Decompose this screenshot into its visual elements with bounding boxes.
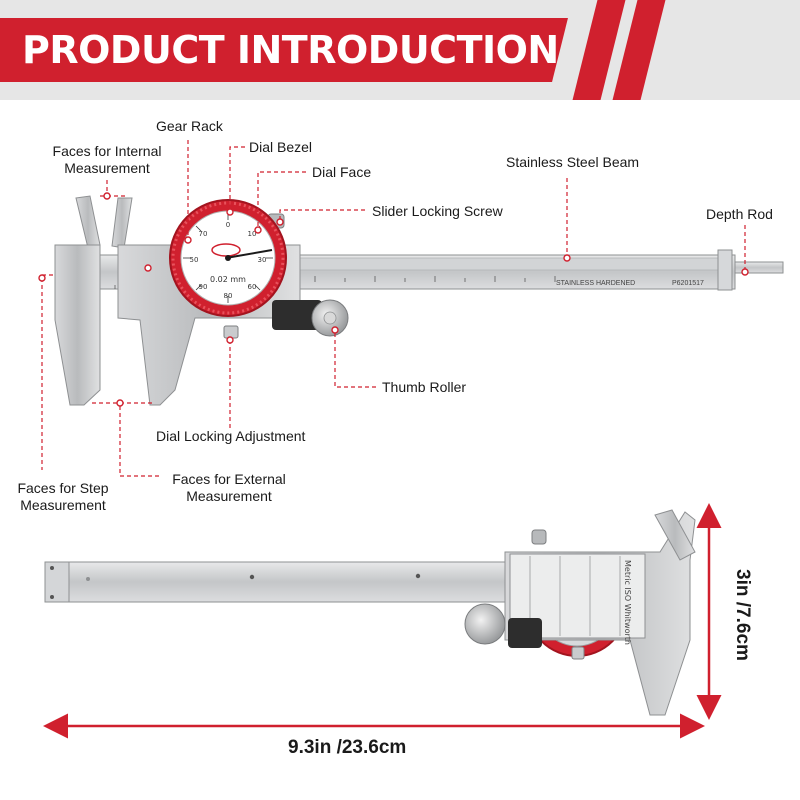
label-faces-external-line1: Faces for External — [172, 471, 286, 487]
leader-lines — [41, 140, 746, 477]
label-faces-internal-line1: Faces for Internal — [52, 143, 162, 159]
back-plate-label: Metric ISO Whitworth — [623, 560, 632, 645]
label-faces-step: Faces for Step Measurement — [10, 480, 116, 514]
svg-text:10: 10 — [248, 230, 257, 238]
label-slider-locking-screw: Slider Locking Screw — [372, 203, 503, 219]
beam-stamp-text: STAINLESS HARDENED — [556, 280, 636, 287]
dial-unit-text: 0.02 mm — [210, 275, 246, 284]
label-faces-internal: Faces for Internal Measurement — [48, 143, 166, 177]
svg-text:70: 70 — [199, 230, 208, 238]
svg-text:30: 30 — [258, 256, 267, 264]
svg-text:90: 90 — [199, 283, 208, 291]
header-banner: PRODUCT INTRODUCTION — [0, 0, 800, 100]
label-gear-rack: Gear Rack — [156, 118, 223, 134]
svg-text:80: 80 — [224, 292, 233, 300]
caliper-back-view: Metric ISO Whitworth — [44, 509, 696, 716]
label-stainless-steel-beam: Stainless Steel Beam — [506, 154, 640, 170]
label-faces-external-line2: Measurement — [186, 488, 272, 504]
svg-text:50: 50 — [190, 256, 199, 264]
svg-text:0: 0 — [226, 221, 230, 229]
height-dimension-label: 3in /7.6cm — [732, 569, 753, 661]
page-title: PRODUCT INTRODUCTION — [22, 28, 559, 72]
serial-number-text: P6201517 — [672, 280, 704, 287]
label-dial-face: Dial Face — [312, 164, 372, 180]
label-dial-locking-adjustment: Dial Locking Adjustment — [156, 428, 306, 444]
caliper-front-view: 0 10 30 60 80 90 50 70 0.02 mm — [54, 195, 784, 406]
label-faces-step-line1: Faces for Step — [17, 480, 109, 496]
label-depth-rod: Depth Rod — [706, 206, 773, 222]
label-thumb-roller: Thumb Roller — [382, 379, 467, 395]
leader-endpoints — [38, 192, 749, 407]
label-dial-bezel: Dial Bezel — [249, 139, 313, 155]
label-faces-internal-line2: Measurement — [64, 160, 150, 176]
width-dimension-label: 9.3in /23.6cm — [288, 737, 407, 758]
label-faces-external: Faces for External Measurement — [164, 471, 294, 505]
svg-text:60: 60 — [248, 283, 257, 291]
label-faces-step-line2: Measurement — [20, 497, 106, 513]
